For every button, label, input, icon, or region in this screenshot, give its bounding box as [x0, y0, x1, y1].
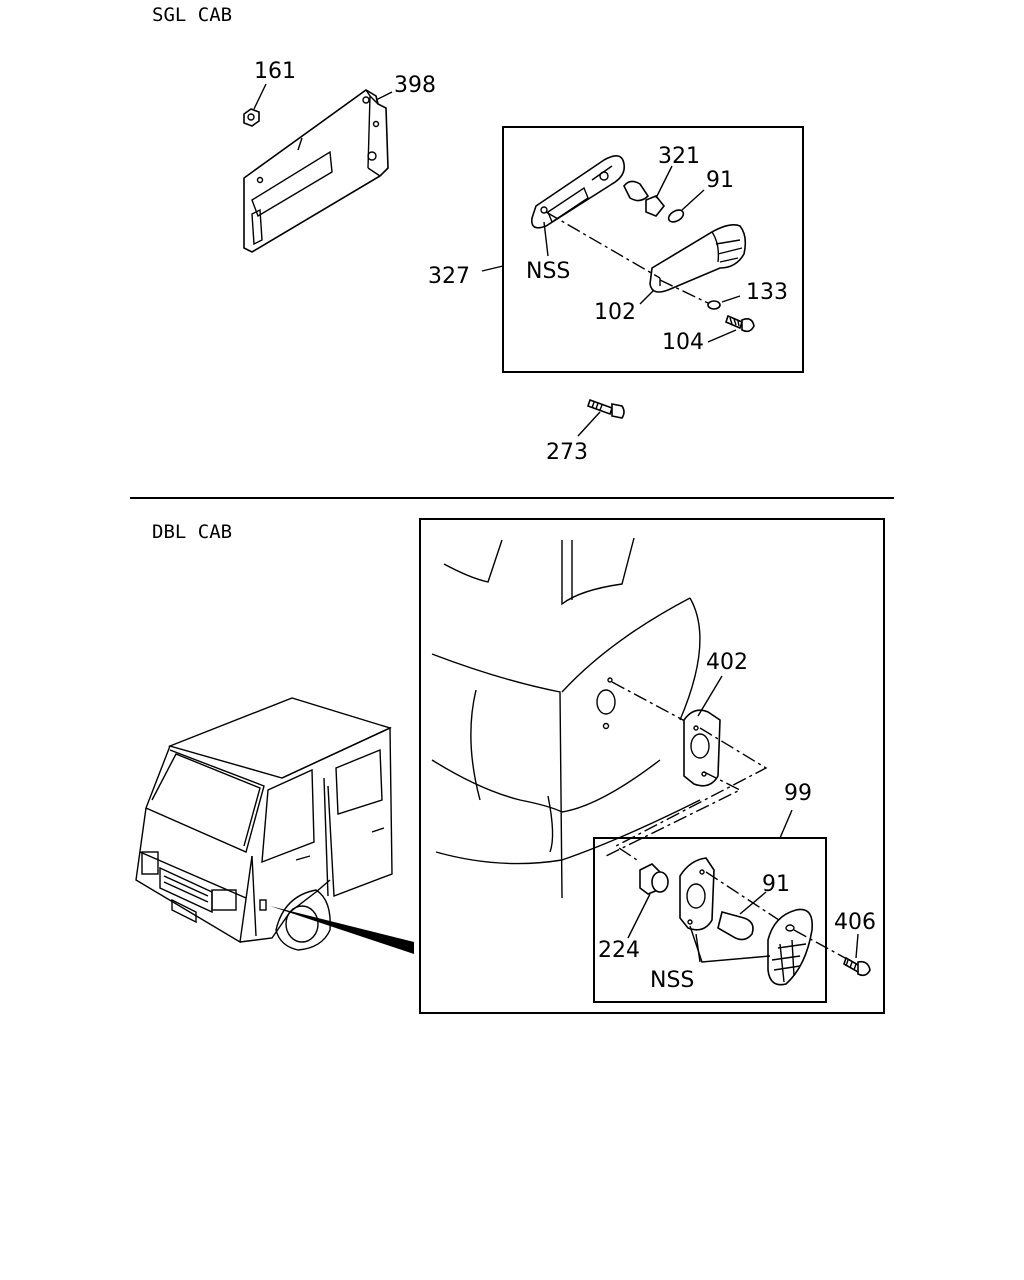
assembly-line-washer [659, 279, 711, 305]
lamp-base-plate-drawing [530, 155, 626, 257]
bracket-398-drawing [243, 89, 393, 253]
screw-406-drawing [843, 933, 871, 977]
callout-273: 273 [546, 440, 588, 465]
truck-illustration [135, 697, 393, 951]
callout-406: 406 [834, 910, 876, 935]
callout-133: 133 [746, 280, 788, 305]
callout-102: 102 [594, 300, 636, 325]
washer-133-drawing [707, 295, 741, 310]
bulb-91-bottom-drawing [717, 891, 767, 941]
leader-327 [481, 265, 504, 272]
detail-box-dbl-cab [419, 518, 885, 1014]
callout-99: 99 [784, 781, 812, 806]
lens-102-drawing [639, 224, 747, 305]
callout-161: 161 [254, 59, 296, 84]
lamp-base-plate-lower-drawing [679, 857, 715, 931]
screw-104-drawing [707, 314, 755, 343]
assembly-box-99 [593, 837, 827, 1003]
leader-nss-bottom [689, 925, 771, 963]
leader-nss-bottom-2 [695, 933, 701, 963]
assembly-line-99-lower [605, 771, 742, 857]
callout-321: 321 [658, 144, 700, 169]
bolt-273-drawing [577, 398, 625, 437]
gasket-402-drawing [683, 675, 723, 787]
leader-99 [779, 809, 793, 839]
callout-224: 224 [598, 938, 640, 963]
callout-nss-bottom: NSS [650, 968, 694, 993]
lens-lower-drawing [767, 908, 813, 986]
detail-pointer [270, 906, 414, 954]
callout-327: 327 [428, 264, 470, 289]
assembly-line-99-upper [614, 727, 768, 863]
assembly-line-top [545, 211, 661, 279]
nut-161-drawing [243, 83, 267, 127]
socket-224-drawing [627, 863, 669, 939]
socket-321-drawing [623, 165, 673, 217]
callout-91-bottom: 91 [762, 872, 790, 897]
callout-402: 402 [706, 650, 748, 675]
section-label-double-cab: DBL CAB [152, 521, 232, 543]
callout-104: 104 [662, 330, 704, 355]
bulb-91-top-drawing [667, 189, 705, 223]
assembly-box-327 [502, 126, 804, 373]
callout-91-top: 91 [706, 168, 734, 193]
callout-nss-top: NSS [526, 259, 570, 284]
callout-398: 398 [394, 73, 436, 98]
cab-body-panels-drawing [431, 537, 701, 899]
section-label-single-cab: SGL CAB [152, 4, 232, 26]
assembly-line-lens-lower [705, 871, 789, 927]
